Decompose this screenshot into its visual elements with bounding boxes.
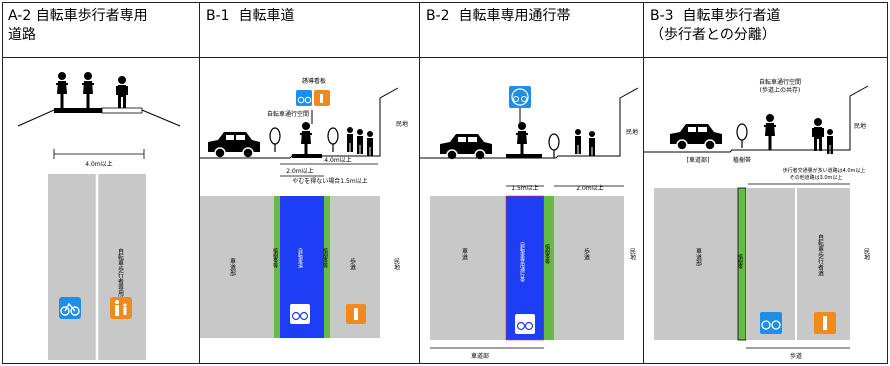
car-icon: [439, 133, 493, 161]
private-land-label: 民地: [396, 120, 408, 128]
width-note-line1: 歩行者交通量が多い道路は4.0m以上: [783, 167, 866, 174]
lane-label: 自転車歩行者専用道路: [117, 247, 124, 309]
ground-line: [644, 85, 869, 153]
pedestrian-icon: [357, 129, 363, 154]
header-title-line2: （歩行者との分離）: [650, 27, 776, 43]
pedestrian-icon: [812, 118, 824, 151]
bicycle-marking-icon: [515, 314, 535, 334]
lane-width-note: やむを得ない場合1.5m以上: [292, 177, 367, 185]
bike-space-label: 自転車通行空間: [759, 78, 801, 86]
bike-lane-section: [506, 154, 542, 158]
header-title: 自転車道: [238, 8, 295, 24]
header-title-line2: 道路: [8, 27, 36, 43]
private-land-label: 民地: [629, 248, 636, 260]
panel-a2: 4.0m以上 自転車歩行者専用道路: [2, 58, 200, 364]
bicycle-sign-icon: [760, 312, 782, 334]
header-a2: A-2 自転車歩行者専用 道路: [2, 2, 200, 58]
bicycle-only-sign-icon: [509, 86, 531, 108]
tree-icon: [548, 133, 560, 159]
roadway-bottom-label: 車道部: [471, 352, 489, 360]
header-title: 自転車歩行者道: [682, 8, 781, 24]
header-code: B-1: [206, 8, 230, 24]
lane-label: 自転車歩行者道: [817, 233, 824, 277]
car-icon: [669, 123, 723, 151]
cyclist-icon: [515, 121, 529, 159]
cyclist-icon: [55, 71, 69, 109]
header-b1: B-1 自転車道: [200, 2, 420, 58]
planting-label: 植樹帯等: [322, 247, 328, 268]
roadway-area: [200, 196, 274, 338]
private-land-label: 民地: [626, 128, 638, 136]
lane-label: 自転車道: [297, 247, 303, 269]
lane-label: 自転車専用通行帯: [519, 241, 525, 283]
pedestrian-icon: [116, 76, 128, 109]
cyclist-icon: [763, 113, 777, 151]
planting-strip: [274, 196, 280, 338]
width-label: 4.0m以上: [85, 160, 112, 168]
planting-strip: [324, 196, 330, 338]
bicycle-sign-icon: [296, 90, 312, 106]
panel-b1: 誘導看板 自転車通行空間 民地 4.0m以上 2.0m以上 やむを得ない場合1.…: [200, 58, 420, 364]
bike-path-section: [54, 108, 102, 113]
pedestrian-icon: [575, 129, 581, 154]
tree-icon: [327, 127, 339, 153]
bicycle-marking-icon: [290, 304, 310, 324]
sidewalk-label: 歩道: [349, 257, 356, 271]
width-note-line2: その他道路は3.0m以上: [790, 174, 843, 181]
sidewalk-bottom-label: 歩道: [790, 352, 802, 360]
planting-label-top: 植樹帯: [733, 156, 751, 164]
header-b2: B-2 自転車専用通行帯: [420, 2, 644, 58]
roadway-area: [430, 196, 506, 340]
lane-width-label: 2.0m以上: [286, 167, 313, 175]
ground-line: [200, 87, 399, 159]
private-land-label: 民地: [854, 122, 866, 130]
walk-path-section: [101, 107, 143, 114]
planting-label: 植樹帯等: [272, 247, 278, 268]
guide-sign-label: 誘導看板: [302, 77, 326, 85]
total-width-label: 4.0m以上: [324, 156, 351, 164]
private-land-label: 民地: [863, 248, 870, 260]
roadway-label-top: [車道部]: [687, 156, 710, 164]
sidewalk-area: [554, 196, 624, 340]
roadway-label: 車道部: [695, 247, 702, 267]
panel-b3: 自転車通行空間 (歩道上の共存) 民地 [車道部] 植樹帯 歩行者交通量が多い道…: [644, 58, 888, 364]
private-land-label: 民地: [393, 258, 400, 270]
planting-strip: [544, 196, 554, 340]
bike-lane-section: [292, 154, 322, 158]
header-b3: B-3 自転車歩行者道 （歩行者との分離）: [644, 2, 888, 58]
pedestrian-icon: [347, 127, 353, 152]
roadway-area: [654, 188, 738, 340]
pedestrian-sign-icon: [346, 304, 366, 324]
pedestrian-sign-icon: [814, 312, 836, 334]
header-code: B-2: [426, 8, 450, 24]
sidewalk-label: 歩道: [583, 247, 590, 261]
lane-width-label: 1.5m以上: [511, 184, 538, 192]
planting-label: 植樹帯等: [544, 243, 550, 264]
header-title: 自転車歩行者専用: [35, 8, 148, 24]
pedestrian-icon: [589, 131, 595, 156]
cyclist-icon: [299, 121, 313, 159]
bicycle-sign-icon: [59, 297, 81, 319]
cyclist-icon: [81, 71, 95, 109]
header-title: 自転車専用通行帯: [458, 8, 571, 24]
header-code: A-2: [8, 8, 32, 24]
roadway-label: 車道: [461, 247, 468, 261]
walk-width-label: 2.0m以上: [576, 184, 603, 192]
tree-icon: [269, 127, 281, 153]
panel-b2: 民地 1.5m以上 2.0m以上 車道 自転車専用通行帯 植樹帯等 歩道 民地 …: [420, 58, 644, 364]
header-code: B-3: [650, 8, 674, 24]
car-icon: [207, 131, 261, 159]
bike-space-sub-label: (歩道上の共存): [760, 86, 801, 94]
tree-icon: [736, 123, 748, 149]
planting-label: 植樹帯: [737, 253, 743, 270]
bike-space-label: 自転車通行空間: [267, 110, 309, 118]
pedestrian-icon: [367, 131, 373, 156]
roadway-label: 車道部: [229, 257, 236, 277]
pedestrian-sign-icon: [314, 90, 330, 106]
pedestrian-sign-icon: [110, 297, 132, 319]
